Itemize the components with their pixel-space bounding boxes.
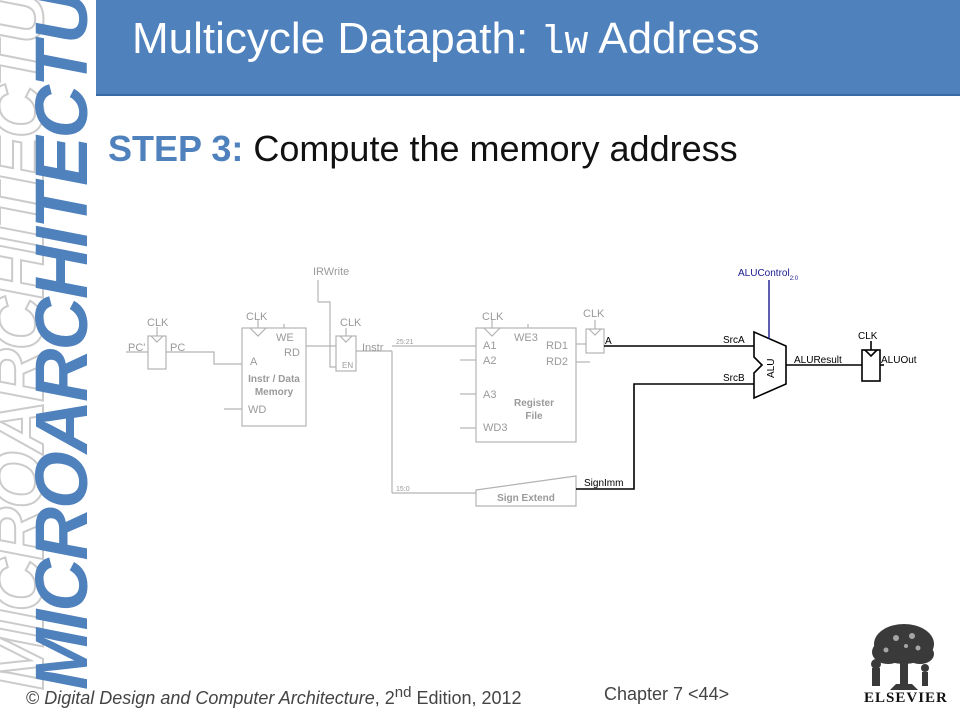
- title-bar: Multicycle Datapath: lw Address: [96, 0, 960, 96]
- step-text: Compute the memory address: [243, 128, 738, 169]
- signimm-label: SignImm: [584, 478, 623, 489]
- pc-to-mem-wire: [166, 351, 242, 365]
- bits-15-0-label: 15:0: [396, 486, 410, 493]
- elsevier-tree-logo: [860, 620, 942, 690]
- slide-title: Multicycle Datapath: lw Address: [132, 14, 760, 66]
- pc-register: [147, 335, 167, 370]
- mem-title-label: Instr / Data: [248, 374, 300, 385]
- bits-25-21-label: 25:21: [396, 339, 414, 346]
- mem-rd-label: RD: [284, 347, 300, 359]
- alucontrol-subscript: 2:0: [790, 276, 799, 282]
- step-heading: STEP 3: Compute the memory address: [108, 128, 738, 170]
- copyright-symbol: ©: [26, 688, 45, 708]
- title-code: lw: [540, 21, 589, 66]
- rf-we3-label: WE3: [514, 332, 538, 344]
- pc-clk-triangle: [150, 335, 164, 343]
- srcb-wire: [576, 383, 754, 490]
- alucontrol-name: ALUControl: [738, 268, 790, 279]
- book-title: Digital Design and Computer Architecture: [44, 688, 375, 708]
- ir-en-label: EN: [342, 361, 353, 370]
- edition-sup: nd: [394, 684, 412, 701]
- alucontrol-label: ALUControl2:0: [738, 268, 799, 282]
- aluout-register: [861, 349, 881, 382]
- pc-prime-label: PC': [128, 342, 145, 354]
- a-register: [585, 328, 605, 354]
- srcb-label: SrcB: [723, 373, 745, 384]
- mem-a-label: A: [250, 356, 258, 368]
- publisher-name: ELSEVIER: [864, 690, 948, 706]
- alu-label: ALU: [766, 359, 777, 378]
- rf-title-label: Register: [514, 398, 554, 409]
- aluout-label: ALUOut: [881, 355, 917, 366]
- mem-clk-label: CLK: [246, 311, 268, 323]
- mem-wd-label: WD: [248, 404, 266, 416]
- title-prefix: Multicycle Datapath:: [132, 14, 541, 63]
- instr-data-memory: [241, 327, 307, 427]
- a-reg-clk-label: CLK: [583, 308, 605, 320]
- instr-label: Instr: [362, 342, 384, 354]
- chapter-page: Chapter 7 <44>: [604, 684, 730, 704]
- rf-wd3-label: WD3: [483, 422, 507, 434]
- srca-label: SrcA: [723, 335, 745, 346]
- title-suffix: Address: [588, 14, 760, 63]
- rf-clk-label: CLK: [482, 311, 504, 323]
- rf-rd2-label: RD2: [546, 356, 568, 368]
- mem-we-label: WE: [276, 332, 294, 344]
- rf-rd1-label: RD1: [546, 340, 568, 352]
- step-label: STEP 3:: [108, 128, 244, 169]
- irwrite-wire: [318, 301, 336, 368]
- edition-post: Edition, 2012: [411, 688, 522, 708]
- rf-a1-label: A1: [483, 340, 496, 352]
- a-output-label: A: [605, 336, 612, 347]
- sign-extend-label: Sign Extend: [497, 493, 555, 504]
- irwrite-label: IRWrite: [313, 266, 349, 278]
- edition-pre: , 2: [374, 688, 395, 708]
- rf-a2-label: A2: [483, 355, 496, 367]
- alu: [753, 330, 787, 400]
- pc-label: PC: [170, 342, 185, 354]
- register-file: [475, 327, 577, 443]
- rf-sub-label: File: [525, 411, 543, 422]
- ir-clk-label: CLK: [340, 317, 362, 329]
- aluresult-label: ALUResult: [794, 355, 842, 366]
- rf-a3-label: A3: [483, 389, 496, 401]
- footer-citation: © Digital Design and Computer Architectu…: [26, 684, 522, 709]
- mem-sub-label: Memory: [255, 387, 294, 398]
- mem-clk-triangle: [249, 327, 267, 337]
- pc-clk-label: CLK: [147, 317, 169, 329]
- aluout-clk-label: CLK: [858, 331, 878, 342]
- sign-extend-unit: [475, 475, 577, 507]
